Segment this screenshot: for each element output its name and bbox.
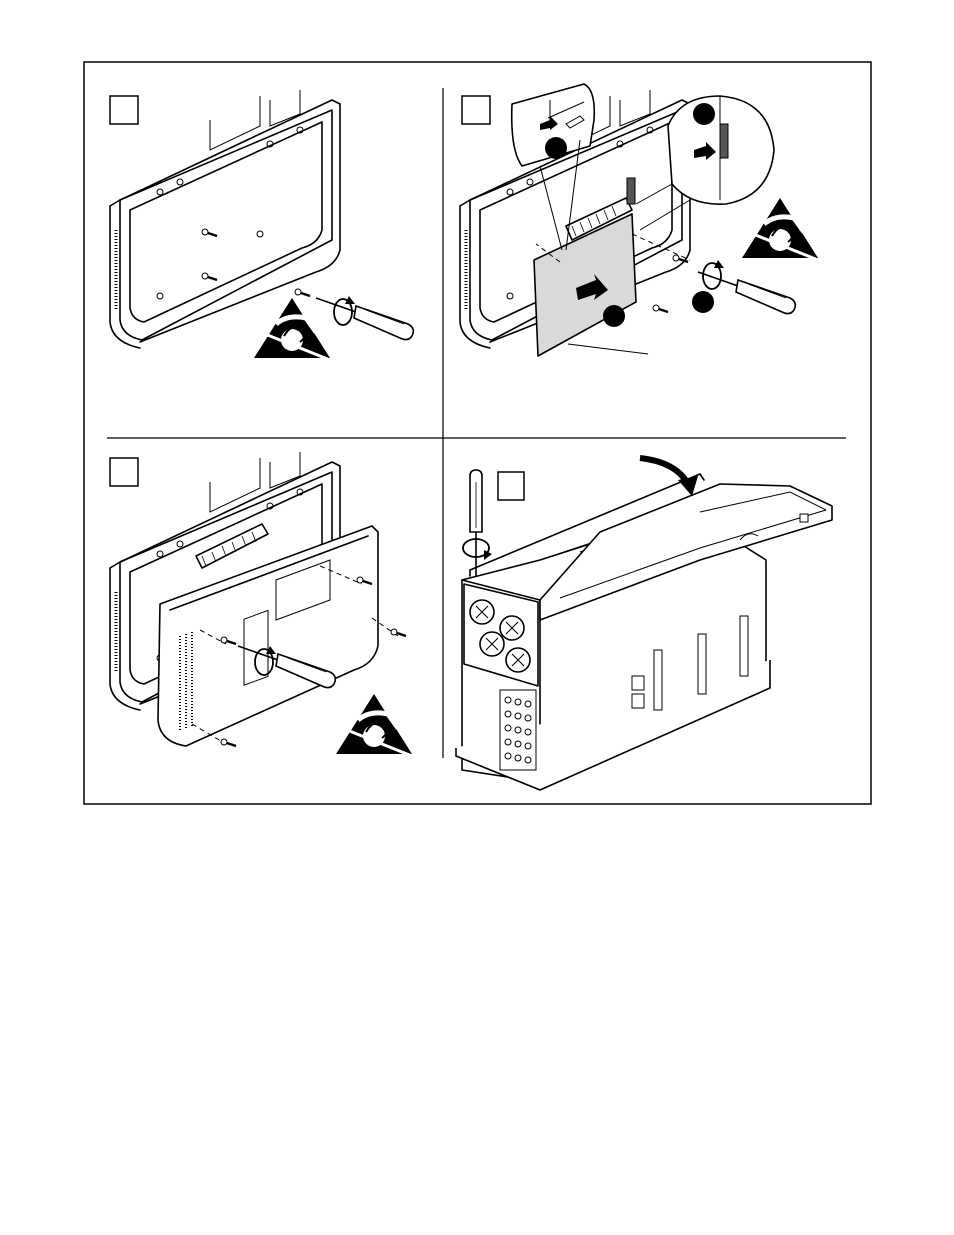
panel-1	[110, 90, 413, 360]
callout-marker-a	[545, 137, 567, 159]
panel-3	[110, 452, 412, 756]
connector-pin	[627, 178, 635, 204]
screwdriver-icon	[316, 298, 413, 340]
leader-line	[568, 344, 648, 354]
esd-warning-icon	[742, 198, 818, 260]
housing-empty	[110, 90, 340, 348]
screw-icon	[221, 739, 236, 746]
panel-4	[456, 458, 832, 790]
step-box-2	[462, 96, 490, 124]
panel-2	[460, 84, 818, 356]
step-box-3	[110, 458, 138, 486]
step-box-4	[498, 472, 524, 500]
callout-marker-c	[603, 305, 625, 327]
screw-icon	[391, 629, 406, 636]
terminal-block	[500, 690, 536, 770]
callout-marker-d	[692, 291, 714, 313]
screw-icon	[295, 289, 310, 296]
rotate-arrow-icon	[463, 539, 492, 560]
esd-warning-icon	[254, 298, 330, 360]
screw-icon	[653, 305, 668, 312]
esd-warning-icon	[336, 694, 412, 756]
step-box-1	[110, 96, 138, 124]
callout-marker-b	[693, 103, 715, 125]
screwdriver-icon	[470, 470, 482, 576]
